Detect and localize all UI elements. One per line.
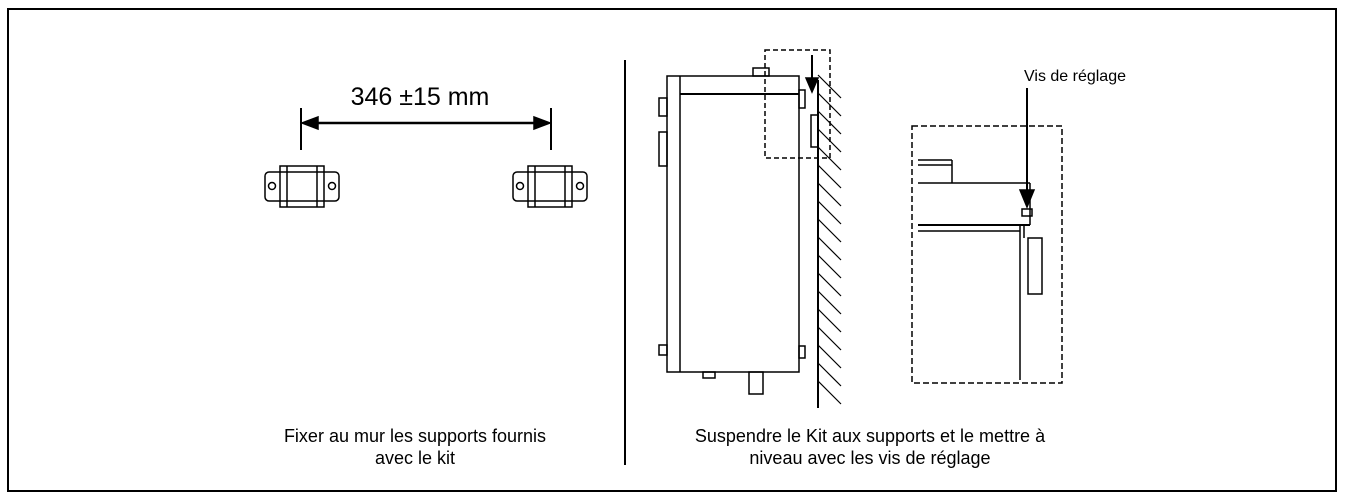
zoomed-detail [911,125,1063,384]
screw-arrow-icon [1018,88,1036,209]
figure-frame [7,8,1337,492]
caption-right-line-2: niveau avec les vis de réglage [749,448,991,468]
wall-bracket-left [264,165,340,208]
dimension-label: 346 ±15 mm [350,83,490,111]
mount-arrow-icon [804,55,820,94]
detail-highlight-box [764,49,831,159]
caption-left-line-2: avec le kit [374,448,456,468]
adjustment-screw-label: Vis de réglage [1024,68,1126,85]
unit-side-view [658,67,819,395]
caption-left: Fixer au mur les supports fournis avec l… [220,425,610,469]
caption-right: Suspendre le Kit aux supports et le mett… [640,425,1100,469]
dimension-line [299,108,553,150]
wall-hatching [817,74,842,408]
caption-right-line-1: Suspendre le Kit aux supports et le mett… [694,426,1046,446]
caption-left-line-1: Fixer au mur les supports fournis [283,426,547,446]
wall-bracket-right [512,165,588,208]
